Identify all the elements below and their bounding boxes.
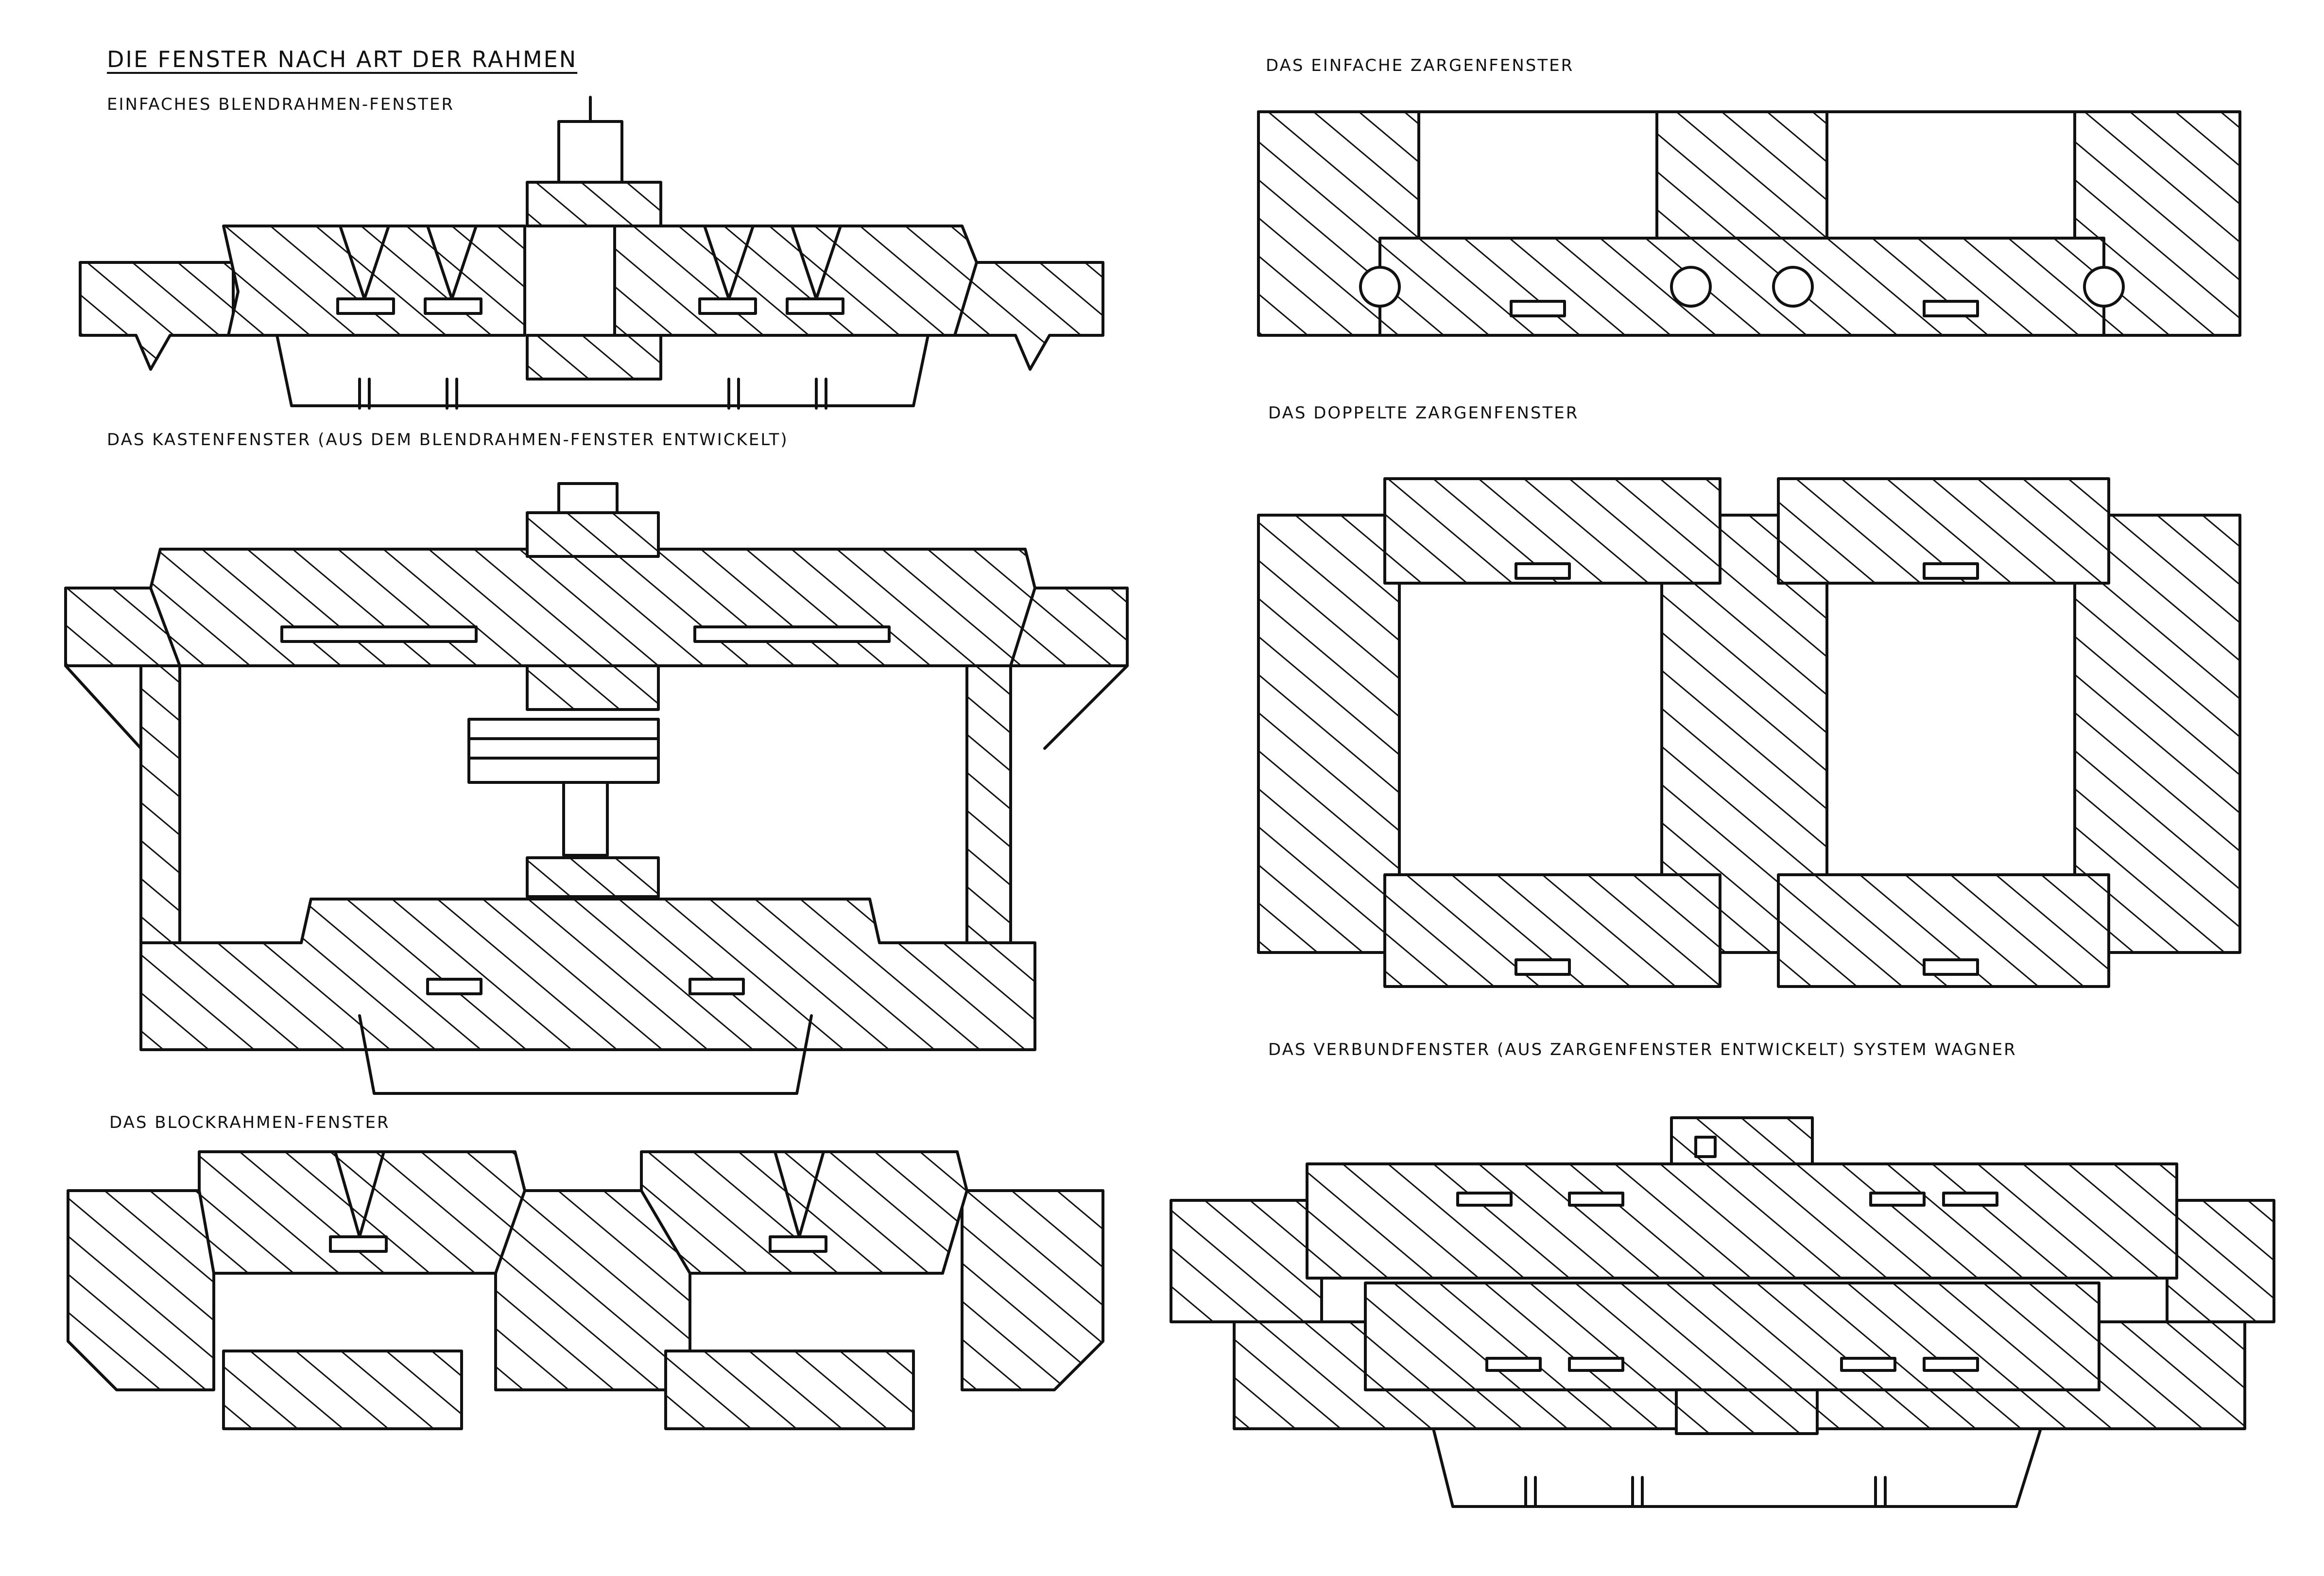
mullion-bottom bbox=[526, 334, 662, 381]
figure-doppelte-zargenfenster bbox=[1257, 477, 2241, 988]
mullion-top-b bbox=[526, 664, 660, 711]
glass-bottom-right bbox=[1923, 958, 1979, 976]
mullion-bottom bbox=[1675, 1388, 1819, 1435]
frame-right bbox=[613, 225, 978, 337]
sash-bottom-left bbox=[222, 1350, 463, 1430]
figure-blockrahmen-fenster bbox=[67, 1150, 1104, 1430]
glass-top-left bbox=[1515, 562, 1571, 580]
label-doppelte-zargenfenster: Das doppelte Zargenfenster bbox=[1268, 403, 1579, 423]
glass-top-2 bbox=[1568, 1192, 1624, 1207]
glass-top-1 bbox=[1456, 1192, 1513, 1207]
sash-bottom-right bbox=[664, 1350, 915, 1430]
mullion-top bbox=[1670, 1116, 1814, 1165]
figure-einfache-zargenfenster bbox=[1257, 110, 2241, 337]
jamb-right bbox=[2073, 514, 2241, 954]
bead-2 bbox=[1670, 266, 1712, 308]
label-einfache-zargenfenster: Das einfache Zargenfenster bbox=[1266, 56, 1574, 75]
frame-top bbox=[149, 548, 1036, 667]
outer-frame bbox=[1306, 1162, 2178, 1280]
sheet-title: Die Fenster nach Art der Rahmen bbox=[107, 46, 578, 72]
inner-sash bbox=[1364, 1282, 2100, 1391]
bead-4 bbox=[2083, 266, 2125, 308]
radiator-block bbox=[467, 718, 660, 784]
block-frame-left bbox=[198, 1150, 526, 1275]
radiator-stem bbox=[562, 781, 609, 857]
glass-4 bbox=[786, 297, 844, 315]
sash-row bbox=[1378, 237, 2105, 337]
glass-bottom-4 bbox=[1923, 1357, 1979, 1372]
wall-left bbox=[79, 261, 235, 371]
glass-3 bbox=[698, 297, 757, 315]
label-einfaches-blendrahmen-fenster: Einfaches Blendrahmen-Fenster bbox=[107, 95, 455, 114]
jamb-left bbox=[1257, 514, 1401, 954]
mullion-top bbox=[526, 181, 662, 227]
sill-tray-bottom bbox=[358, 1014, 813, 1095]
bead-3 bbox=[1772, 266, 1814, 308]
wall-right bbox=[961, 1189, 1104, 1391]
glass-top-3 bbox=[1869, 1192, 1926, 1207]
glass-top-right bbox=[693, 625, 891, 643]
mullion bbox=[1655, 110, 1828, 240]
frame-bottom bbox=[139, 898, 1036, 1051]
sill-tray bbox=[1432, 1427, 2042, 1508]
figure-kastenfenster bbox=[64, 482, 1129, 1095]
rebate-lines bbox=[339, 225, 842, 300]
glass-right bbox=[769, 1235, 827, 1253]
glass-right bbox=[1923, 300, 1979, 317]
wall-left bbox=[67, 1189, 215, 1391]
glass-bottom-left bbox=[426, 978, 482, 995]
wall-right bbox=[2166, 1199, 2275, 1323]
glass-left bbox=[1510, 300, 1566, 317]
mullion-bottom bbox=[526, 856, 660, 898]
glass-bottom-left bbox=[1515, 958, 1571, 976]
splay-right bbox=[1043, 664, 1129, 750]
frame-left bbox=[222, 225, 526, 337]
glass-bottom-1 bbox=[1485, 1357, 1542, 1372]
tray-notches bbox=[1524, 1476, 1887, 1508]
label-blockrahmen-fenster: Das Blockrahmen-Fenster bbox=[109, 1113, 390, 1132]
hinge-top bbox=[557, 482, 619, 514]
sash-top-right bbox=[1777, 477, 2110, 585]
radiator-lines bbox=[467, 737, 660, 760]
box-side-left bbox=[139, 664, 181, 944]
glass-1 bbox=[336, 297, 395, 315]
sill-tray bbox=[275, 334, 930, 407]
glass-top-right bbox=[1923, 562, 1979, 580]
hinge-block bbox=[557, 120, 623, 184]
sash-top-left bbox=[1383, 477, 1721, 585]
latch-square bbox=[1694, 1136, 1717, 1158]
sash-bottom-left bbox=[1383, 873, 1721, 988]
glass-bottom-3 bbox=[1840, 1357, 1896, 1372]
mullion-top-a bbox=[526, 511, 660, 558]
glass-bottom-2 bbox=[1568, 1357, 1624, 1372]
label-verbundfenster: Das Verbundfenster (aus Zargenfenster en… bbox=[1268, 1040, 2017, 1059]
glass-bottom-right bbox=[689, 978, 745, 995]
glass-2 bbox=[424, 297, 482, 315]
glass-top-left bbox=[280, 625, 478, 643]
label-kastenfenster: Das Kastenfenster (aus dem Blendrahmen-F… bbox=[107, 430, 789, 450]
tray-notches bbox=[358, 378, 827, 410]
figure-verbundfenster bbox=[1170, 1116, 2275, 1508]
bead-1 bbox=[1359, 266, 1401, 308]
sash-bottom-right bbox=[1777, 873, 2110, 988]
glass-left bbox=[329, 1235, 388, 1253]
rebate-lines bbox=[334, 1150, 825, 1238]
block-frame-right bbox=[640, 1150, 968, 1275]
box-side-right bbox=[965, 664, 1012, 944]
figure-einfaches-blendrahmen-fenster bbox=[79, 96, 1104, 410]
wall-left bbox=[1170, 1199, 1323, 1323]
glass-top-4 bbox=[1942, 1192, 1998, 1207]
splay-left bbox=[64, 664, 142, 750]
